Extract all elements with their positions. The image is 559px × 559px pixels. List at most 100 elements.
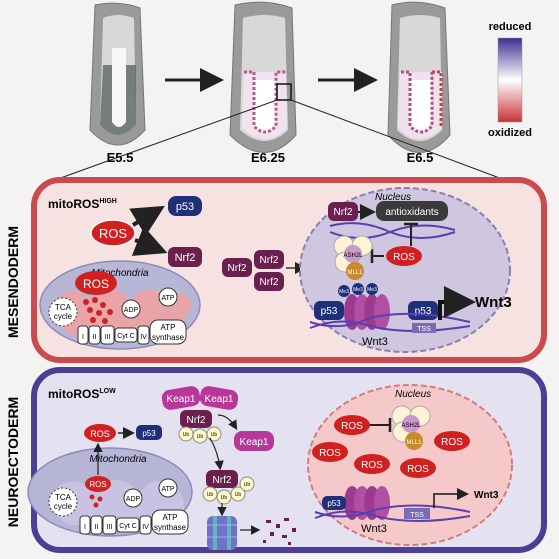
mes-atp-circle	[158, 287, 178, 307]
stage-label-e625: E6.25	[251, 150, 285, 165]
mes-adp-label: ADP	[124, 307, 139, 314]
mes-adp-circle	[121, 299, 141, 319]
mesendoderm-side-label: MESENDODERM	[5, 226, 21, 338]
mes-ash2l-label: ASH2L	[343, 253, 363, 259]
embryo-e65	[387, 1, 451, 153]
neu-atp-circle	[158, 478, 178, 498]
mes-p53-left-box	[314, 301, 344, 320]
neu-complex-4	[139, 515, 152, 535]
mes-nucleus-label: Nucleus	[375, 192, 411, 203]
mes-wnt3-label: Wnt3	[475, 294, 512, 311]
neu-atp-synthase-label-2: synthase	[154, 523, 187, 532]
mes-wnt3-arrow	[438, 286, 476, 320]
neu-nuc-ros-4-label: ROS	[407, 464, 429, 475]
neu-nuc-ros-1-label: ROS	[341, 421, 363, 432]
mes-p53-label: p53	[176, 201, 194, 213]
neu-nucleus-label: Nucleus	[395, 389, 431, 400]
neu-nuc-ros-5-label: ROS	[441, 437, 463, 448]
neu-degraded-fragments	[263, 518, 296, 545]
mes-atp-label: ATP	[161, 295, 174, 302]
neu-complex-1	[79, 515, 91, 535]
neu-cytc-label: Cyt C	[119, 523, 137, 530]
neu-nuc-ros-5	[434, 431, 470, 451]
neu-title: mitoROSLOW	[48, 387, 116, 401]
neu-mll1-label: MLL1	[406, 440, 422, 446]
neu-arrow-down-1	[209, 437, 224, 471]
neu-ub-3: Ub	[211, 432, 218, 438]
neu-tca-label: TCA	[55, 493, 72, 502]
mes-nucleosomes	[344, 294, 390, 330]
mes-nrf2-box	[168, 247, 202, 267]
neu-complex-1-label: I	[84, 524, 86, 531]
mes-arrow-to-p53	[129, 205, 165, 237]
neu-ub-5: Ub	[221, 495, 228, 501]
neu-complex-3-label: III	[107, 524, 113, 531]
neu-ub-2: Ub	[197, 434, 204, 440]
stage-label-e65: E6.5	[407, 150, 434, 165]
mes-tss-label: TSS	[417, 326, 431, 333]
neu-ros-label: ROS	[90, 429, 110, 439]
mes-atp-synthase	[149, 319, 187, 345]
mes-ash2l-ball	[344, 245, 362, 263]
mes-dna-4	[309, 320, 471, 332]
neu-keap1-nrf2-complex: Keap1 Keap1 Nrf2 Ub Ub Ub	[161, 386, 239, 444]
neu-dna-1	[314, 504, 471, 518]
neu-nuc-ros-2-label: ROS	[319, 448, 341, 459]
redox-legend: reduced oxidized	[488, 21, 532, 139]
neu-ub-6: Ub	[235, 492, 242, 498]
mes-mitochondria: Mitochondria ROS TCA cycle I II III Cyt …	[39, 260, 201, 350]
mes-nuc-nrf2-label: Nrf2	[334, 207, 353, 218]
neu-ros-dots	[89, 494, 103, 508]
mes-nrf2-label: Nrf2	[175, 252, 196, 264]
mes-cytc-label: Cyt C	[117, 333, 135, 340]
neu-complex-4-label: IV	[142, 524, 149, 531]
neu-ub-4: Ub	[207, 492, 214, 498]
neu-tss-label: TSS	[410, 512, 424, 519]
mes-p53-box	[168, 196, 202, 216]
neu-keap1-free-label: Keap1	[240, 437, 269, 448]
mes-tca-circle	[48, 297, 78, 327]
neu-ash2l-label: ASH2L	[401, 423, 421, 429]
mes-arrow-to-nrf2	[131, 226, 168, 256]
neu-nuc-ros-3-label: ROS	[361, 460, 383, 471]
neu-adp-circle	[123, 488, 143, 508]
neu-wnt3-label: Wnt3	[474, 490, 499, 501]
neu-dna-2	[314, 510, 471, 522]
mes-me3-1	[338, 285, 350, 297]
neu-complex-2	[90, 515, 103, 535]
neu-nuc-ros-1	[334, 415, 370, 435]
mes-atp-synthase-label-2: synthase	[152, 333, 185, 342]
neu-complex-3	[102, 515, 117, 535]
mes-p53-right-label: p53	[415, 306, 432, 317]
neu-proteasome	[207, 516, 237, 550]
mes-nrf2-cluster-2: Nrf2	[260, 255, 279, 266]
neu-nrf2-ub-complex: Nrf2 Ub Ub Ub Ub	[202, 470, 255, 505]
neu-cytc	[116, 517, 140, 533]
mes-nrf2-cluster-3: Nrf2	[260, 277, 279, 288]
mes-nrf2-cluster-1: Nrf2	[228, 263, 247, 274]
mes-complex-3	[100, 325, 115, 345]
mes-me3-3	[366, 283, 378, 295]
mes-tss-box	[412, 323, 436, 333]
neu-nuc-p53-box	[322, 496, 346, 510]
mes-tca-label: TCA	[55, 303, 72, 312]
embryo-e55	[89, 2, 146, 146]
mes-cycle-label: cycle	[54, 312, 73, 321]
zoom-line-left	[54, 99, 278, 181]
neu-tss-box	[404, 508, 430, 519]
mes-complex-4-label: IV	[140, 334, 147, 341]
neu-atp-label: ATP	[161, 486, 174, 493]
neu-nrf2-mid: Nrf2	[213, 475, 232, 486]
mes-atp-synthase-label-1: ATP	[161, 323, 176, 332]
mes-me3-2	[352, 283, 364, 295]
neu-nuc-ros-4	[400, 458, 436, 478]
mes-complex-2	[88, 325, 101, 345]
mes-p53-left-label: p53	[321, 306, 338, 317]
neu-cycle-label: cycle	[54, 502, 73, 511]
neu-nuc-ros-3	[354, 454, 390, 474]
mes-nuc-nrf2-box	[328, 202, 358, 221]
mes-mito-ros-label: ROS	[83, 277, 109, 291]
mes-mll1-ball	[346, 262, 364, 280]
mes-me3-2-label: Me3	[353, 287, 363, 293]
